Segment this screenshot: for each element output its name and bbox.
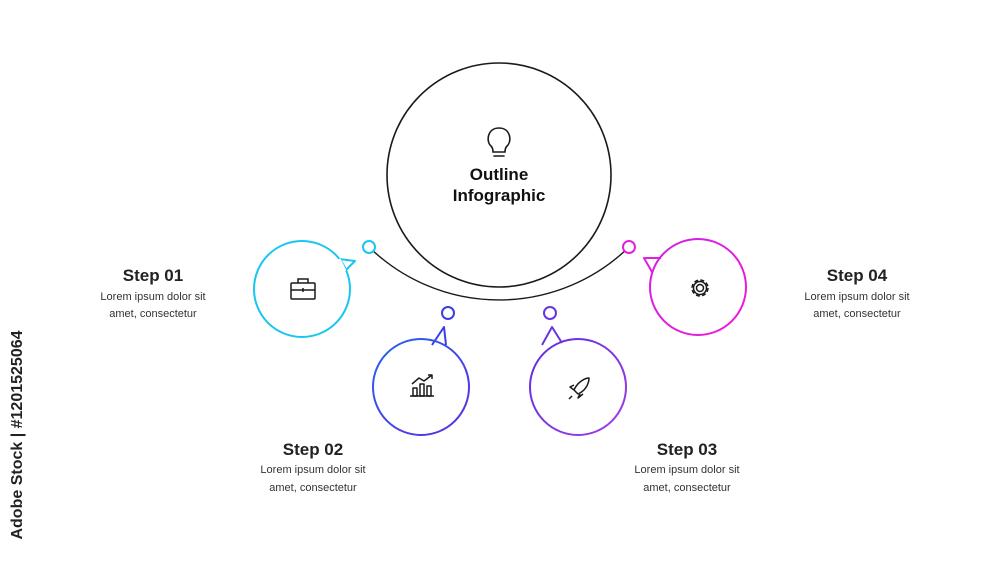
- step-04-bubble: [643, 238, 747, 336]
- gear-icon: [691, 279, 709, 297]
- step-01-connector-dot: [362, 240, 376, 254]
- step-04-connector-dot: [622, 240, 636, 254]
- center-title-line1: Outline: [469, 165, 529, 184]
- step-01-desc-line2: amet, consectetur: [109, 308, 197, 320]
- step-02-desc-line1: Lorem ipsum dolor sit: [260, 464, 366, 476]
- step-04-desc-line1: Lorem ipsum dolor sit: [804, 291, 910, 303]
- step-03-title: Step 03: [656, 440, 718, 459]
- watermark-text: Adobe Stock | #1201525064: [9, 330, 26, 540]
- watermark: Adobe Stock | #1201525064: [6, 320, 30, 550]
- step-02-bubble: [372, 326, 470, 436]
- step-03-connector-dot: [543, 306, 557, 320]
- center-circle: [386, 62, 612, 288]
- step-01-bubble: [253, 240, 356, 338]
- step-04-desc-line2: amet, consectetur: [813, 308, 901, 320]
- step-01-title: Step 01: [122, 266, 184, 285]
- connector-arc: [368, 246, 630, 301]
- rocket-icon: [568, 377, 590, 400]
- step-04-title: Step 04: [826, 266, 888, 285]
- step-02-connector-dot: [441, 306, 455, 320]
- step-03-desc-line2: amet, consectetur: [643, 482, 731, 494]
- bar-chart-icon: [410, 374, 434, 397]
- step-03-bubble: [529, 326, 627, 436]
- lightbulb-icon: [487, 127, 511, 157]
- step-03-desc-line1: Lorem ipsum dolor sit: [634, 464, 740, 476]
- briefcase-icon: [290, 278, 316, 300]
- center-title-line2: Infographic: [452, 186, 546, 205]
- step-01-desc-line1: Lorem ipsum dolor sit: [100, 291, 206, 303]
- step-02-desc-line2: amet, consectetur: [269, 482, 357, 494]
- step-02-title: Step 02: [282, 440, 344, 459]
